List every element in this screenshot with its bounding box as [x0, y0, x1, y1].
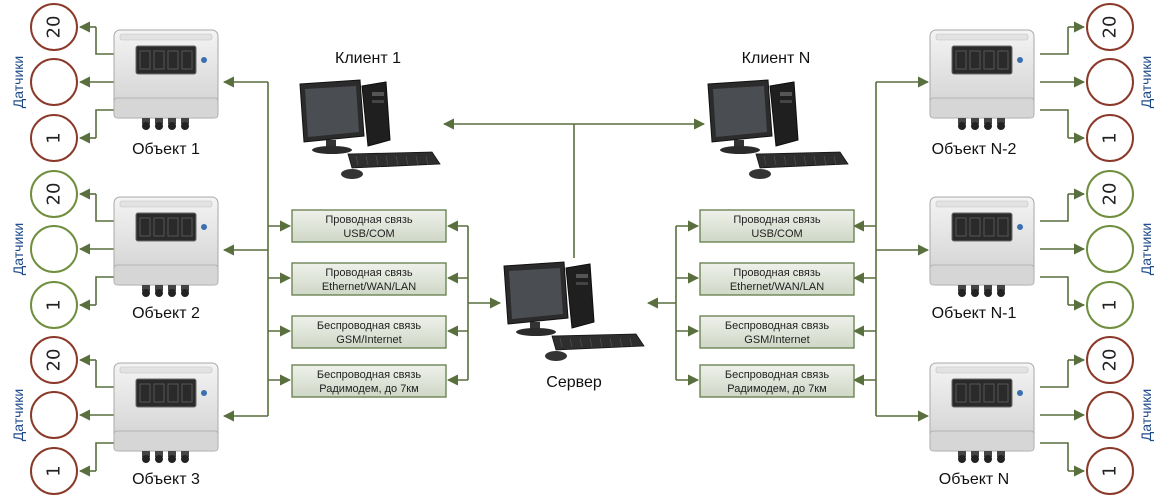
object-label-left-2: Объект 2 [132, 305, 200, 322]
link-type: Проводная связь [733, 267, 821, 279]
right-sensor-2-2 [1086, 225, 1134, 273]
client-label-left: Клиент 1 [335, 50, 401, 67]
link-protocol: USB/COM [343, 228, 394, 240]
left-sensor-1-1 [30, 3, 78, 51]
right-sensor-3-3 [1086, 447, 1134, 495]
sensor-number: 1 [1100, 465, 1121, 476]
left-sensor-group-1: 20 1 Датчики [10, 3, 78, 162]
client-computer-right [707, 79, 849, 179]
client-computer-left [299, 79, 441, 179]
sensor-number: 20 [1100, 16, 1121, 39]
connection-lines [78, 21, 1086, 477]
right-sensors-label: Датчики [1138, 56, 1154, 108]
left-sensors-label: Датчики [10, 223, 26, 275]
link-type: Беспроводная связь [725, 320, 829, 332]
left-sensor-2-3 [30, 281, 78, 329]
object-label-left-3: Объект 3 [132, 471, 200, 488]
link-type: Беспроводная связь [725, 369, 829, 381]
left-sensor-2-2 [30, 225, 78, 273]
left-sensor-3-1 [30, 336, 78, 384]
left-sensor-3-3 [30, 447, 78, 495]
left-sensors-label: Датчики [10, 389, 26, 441]
left-sensors-label: Датчики [10, 56, 26, 108]
link-protocol: Ethernet/WAN/LAN [322, 281, 416, 293]
controller-left-2 [113, 196, 219, 297]
link-protocol: GSM/Internet [336, 334, 401, 346]
left-sensor-2-1 [30, 170, 78, 218]
left-sensor-3-2 [30, 391, 78, 439]
link-protocol: GSM/Internet [744, 334, 809, 346]
server-label: Сервер [546, 374, 602, 391]
controller-right-1 [929, 29, 1035, 130]
right-sensors-label: Датчики [1138, 223, 1154, 275]
right-sensors-label: Датчики [1138, 389, 1154, 441]
link-protocol: Радимодем, до 7км [319, 383, 418, 395]
right-sensor-group-3: 20 1 Датчики [1086, 336, 1154, 495]
sensor-number: 1 [44, 299, 65, 310]
left-sensor-1-2 [30, 58, 78, 106]
controller-left-3 [113, 362, 219, 463]
object-label-right-3: Объект N [939, 471, 1009, 488]
sensor-number: 20 [44, 183, 65, 206]
object-label-right-1: Объект N-2 [932, 141, 1017, 158]
link-type: Проводная связь [325, 214, 413, 226]
sensor-number: 1 [1100, 132, 1121, 143]
left-sensor-1-3 [30, 114, 78, 162]
client-label-right: Клиент N [742, 50, 811, 67]
controller-left-1 [113, 29, 219, 130]
sensor-number: 20 [44, 349, 65, 372]
right-sensor-1-3 [1086, 114, 1134, 162]
right-sensor-3-1 [1086, 336, 1134, 384]
right-sensor-1-1 [1086, 3, 1134, 51]
sensor-number: 20 [44, 16, 65, 39]
left-sensor-group-2: 20 1 Датчики [10, 170, 78, 329]
link-type: Проводная связь [325, 267, 413, 279]
sensor-number: 1 [1100, 299, 1121, 310]
sensor-number: 1 [44, 132, 65, 143]
right-sensor-3-2 [1086, 391, 1134, 439]
controller-right-3 [929, 362, 1035, 463]
sensor-number: 1 [44, 465, 65, 476]
link-type: Беспроводная связь [317, 369, 421, 381]
controller-right-2 [929, 196, 1035, 297]
right-sensor-group-2: 20 1 Датчики [1086, 170, 1154, 329]
object-label-left-1: Объект 1 [132, 141, 200, 158]
right-sensor-1-2 [1086, 58, 1134, 106]
right-sensor-2-3 [1086, 281, 1134, 329]
object-label-right-2: Объект N-1 [932, 305, 1017, 322]
link-type: Беспроводная связь [317, 320, 421, 332]
link-protocol: Ethernet/WAN/LAN [730, 281, 824, 293]
sensor-number: 20 [1100, 183, 1121, 206]
link-protocol: USB/COM [751, 228, 802, 240]
left-sensor-group-3: 20 1 Датчики [10, 336, 78, 495]
right-sensor-2-1 [1086, 170, 1134, 218]
link-protocol: Радимодем, до 7км [727, 383, 826, 395]
link-type: Проводная связь [733, 214, 821, 226]
right-sensor-group-1: 20 1 Датчики [1086, 3, 1154, 162]
sensor-number: 20 [1100, 349, 1121, 372]
server-computer [503, 261, 645, 361]
